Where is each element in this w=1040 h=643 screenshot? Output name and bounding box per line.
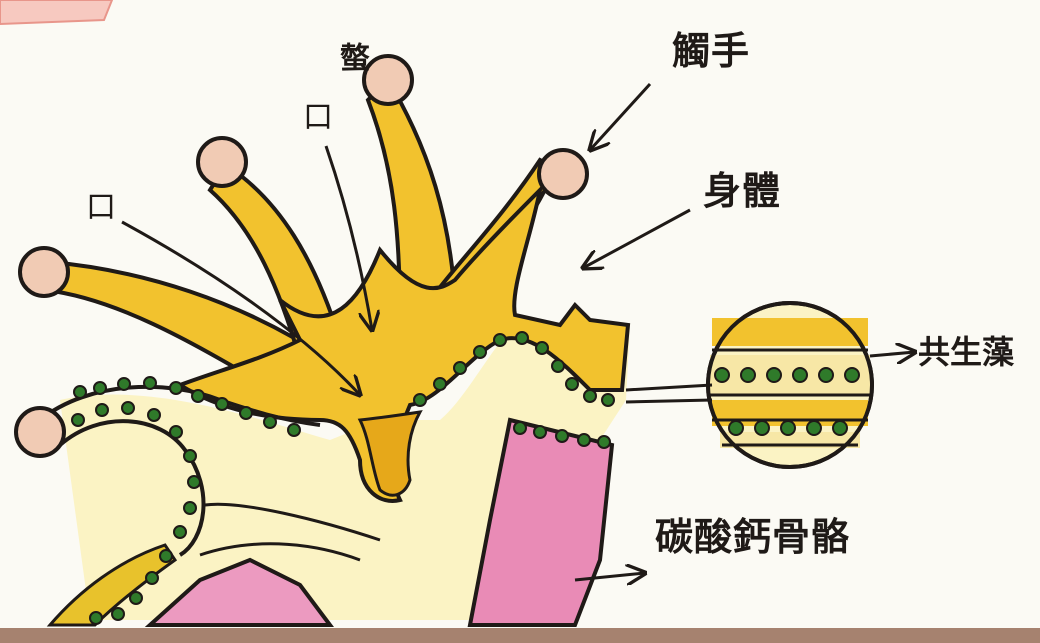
algae-dots: [71, 331, 615, 625]
pointer-body: [583, 208, 691, 268]
label-tentacle: 觸手: [672, 29, 751, 73]
zoom-connector: [625, 383, 713, 404]
tip-mid-left: [196, 136, 248, 188]
skeleton-right: [467, 417, 615, 627]
pointer-algae: [869, 352, 915, 356]
tip-left: [18, 246, 70, 298]
label-body: 身體: [703, 169, 782, 213]
tissue-line-2: [199, 542, 361, 562]
label-mouth: 口: [86, 190, 116, 225]
label-stinging-cell: 螫: [334, 42, 369, 72]
label-mouth-vertical: 口: [303, 100, 333, 135]
label-skeleton: 碳酸鈣骨骼: [655, 515, 851, 559]
pointer-tentacle: [590, 82, 652, 150]
skeleton-left: [144, 557, 334, 627]
pointer-skeleton: [574, 573, 645, 580]
arm-outline-inner: [58, 419, 206, 557]
pointer-stinging: [324, 145, 372, 330]
tentacle-tips: [14, 54, 589, 458]
pointers: [121, 82, 915, 580]
label-symbiotic-algae: 共生藻: [918, 333, 1015, 371]
bottom-strip: [0, 628, 1040, 643]
tip-lower-left: [14, 406, 66, 458]
algae-zoom-circle: [706, 301, 874, 469]
corner-decoration: [0, 0, 114, 26]
tip-right: [537, 148, 589, 200]
gastric-cavity: [357, 410, 423, 497]
pointer-mouth: [121, 220, 360, 395]
tissue-line: [204, 502, 381, 542]
tip-center: [362, 54, 414, 106]
